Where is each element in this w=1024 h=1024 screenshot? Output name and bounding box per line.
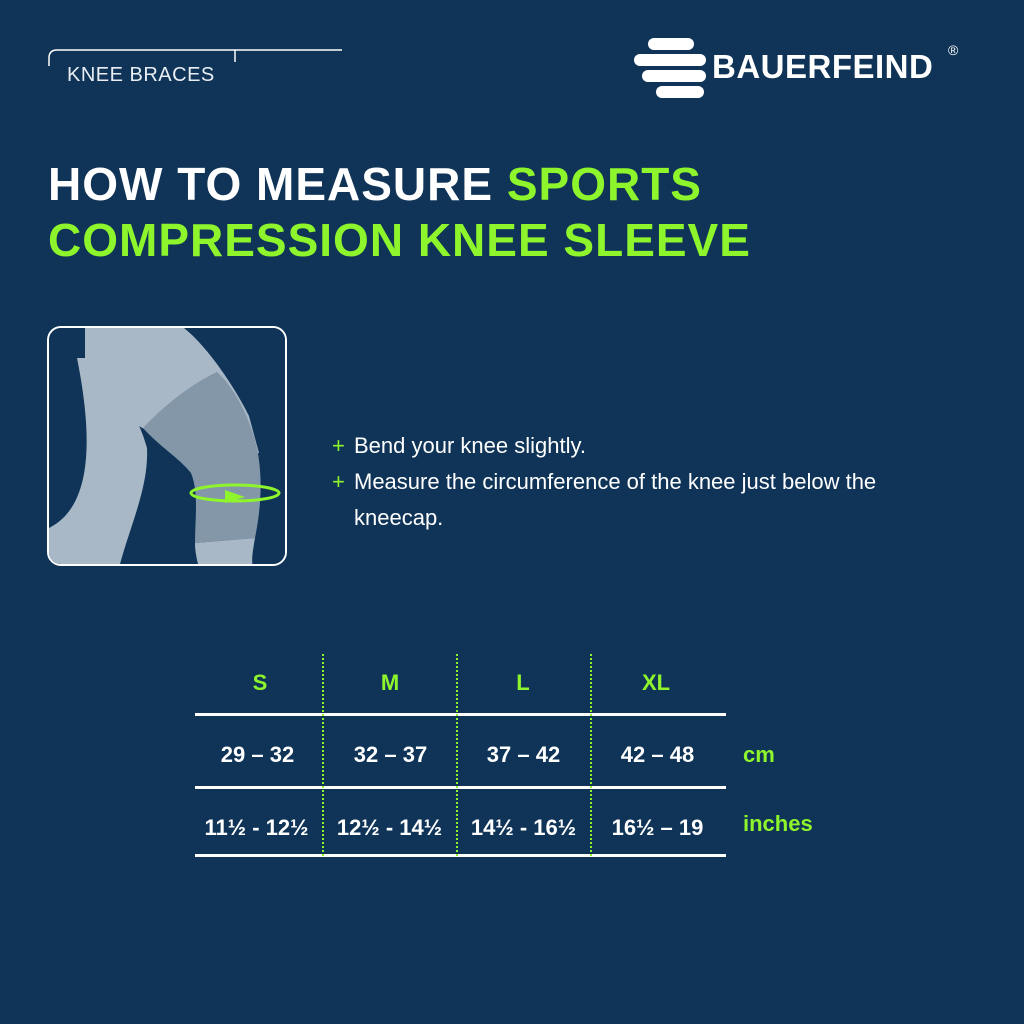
size-header-s: S (252, 670, 268, 695)
table-rule-top (195, 713, 726, 716)
plus-icon: + (332, 469, 345, 494)
instruction-item: + Bend your knee slightly. (332, 428, 892, 464)
size-header-xl: XL (641, 670, 671, 695)
cm-cell-l: 37 – 42 (486, 742, 561, 767)
column-divider (456, 654, 458, 856)
inch-cell-l: 14½ - 16½ (470, 815, 577, 840)
brand-name: BAUERFEIND (712, 48, 934, 85)
plus-icon: + (332, 433, 345, 458)
category-tab[interactable]: KNEE BRACES (48, 48, 342, 88)
brand-logo[interactable]: BAUERFEIND ® (632, 36, 992, 100)
inch-cell-s: 11½ - 12½ (204, 815, 309, 840)
cm-cell-m: 32 – 37 (353, 742, 428, 767)
column-divider (322, 654, 324, 856)
table-rule-middle (195, 786, 726, 789)
knee-illustration-icon (49, 328, 285, 564)
category-label: KNEE BRACES (67, 64, 215, 86)
inch-cell-xl: 16½ – 19 (611, 815, 704, 840)
knee-measure-illustration (47, 326, 287, 566)
bauerfeind-logo-icon (634, 38, 706, 98)
title-part-green: SPORTS (506, 158, 702, 210)
unit-cm: cm (743, 742, 775, 767)
registered-mark: ® (948, 42, 959, 58)
instruction-text: Bend your knee slightly. (354, 433, 586, 458)
title-line-2: COMPRESSION KNEE SLEEVE (48, 214, 751, 266)
size-header-l: L (516, 670, 530, 695)
title-part-white: HOW TO MEASURE (48, 158, 507, 210)
size-header-m: M (380, 670, 400, 695)
unit-inches: inches (743, 811, 813, 836)
size-table: S M L XL 29 – 32 32 – 37 37 – 42 42 – 48… (195, 650, 835, 870)
table-rule-bottom (195, 854, 726, 857)
column-divider (590, 654, 592, 856)
instruction-text: Measure the circumference of the knee ju… (354, 469, 877, 530)
instruction-item: + Measure the circumference of the knee … (332, 464, 892, 536)
inch-cell-m: 12½ - 14½ (336, 815, 443, 840)
page-title: HOW TO MEASURE SPORTS COMPRESSION KNEE S… (48, 156, 948, 268)
cm-cell-xl: 42 – 48 (620, 742, 695, 767)
instructions-list: + Bend your knee slightly. + Measure the… (332, 428, 892, 536)
tab-outline (48, 49, 342, 66)
cm-cell-s: 29 – 32 (220, 742, 295, 767)
